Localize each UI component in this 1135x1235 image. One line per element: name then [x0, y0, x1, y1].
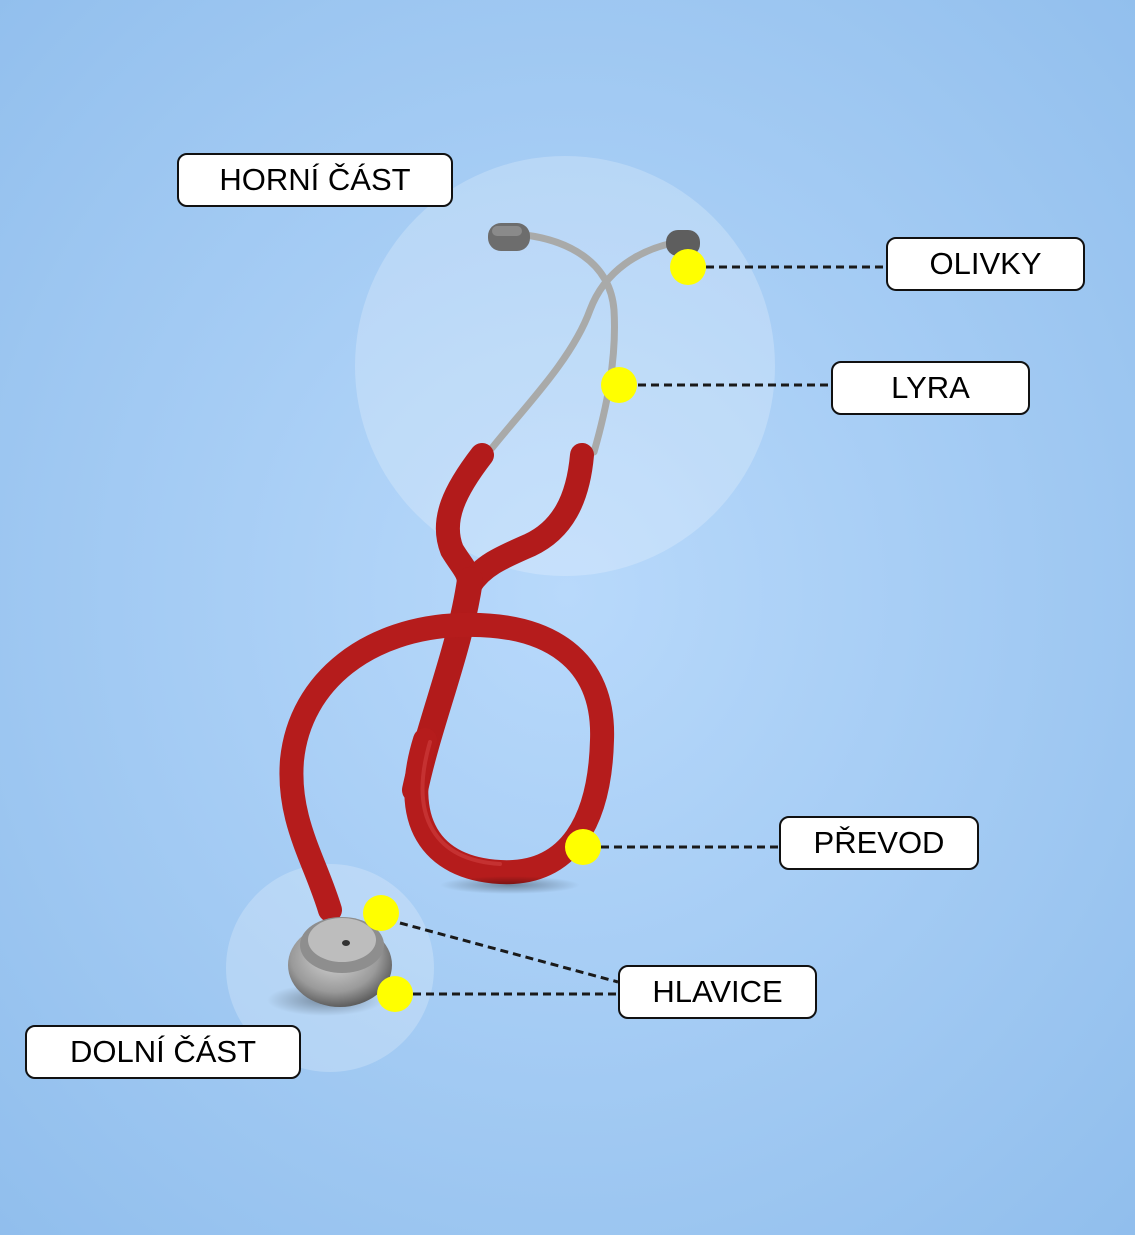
markers [363, 249, 706, 1012]
label-hlavice: HLAVICE [618, 965, 817, 1019]
hlavice-marker-bottom[interactable] [377, 976, 413, 1012]
label-lyra: LYRA [831, 361, 1030, 415]
label-horni-cast: HORNÍ ČÁST [177, 153, 453, 207]
chestpiece [267, 917, 392, 1016]
leader-lines [399, 265, 886, 996]
label-olivky: OLIVKY [886, 237, 1085, 291]
label-dolni-cast: DOLNÍ ČÁST [25, 1025, 301, 1079]
ear-tubes [488, 231, 677, 456]
tube-shadow [440, 876, 580, 894]
lyra-marker[interactable] [601, 367, 637, 403]
prevod-marker[interactable] [565, 829, 601, 865]
hlavice-leader-top [399, 921, 619, 984]
olivky-marker[interactable] [670, 249, 706, 285]
label-prevod: PŘEVOD [779, 816, 979, 870]
hlavice-marker-top[interactable] [363, 895, 399, 931]
tubing-loop [279, 612, 615, 922]
